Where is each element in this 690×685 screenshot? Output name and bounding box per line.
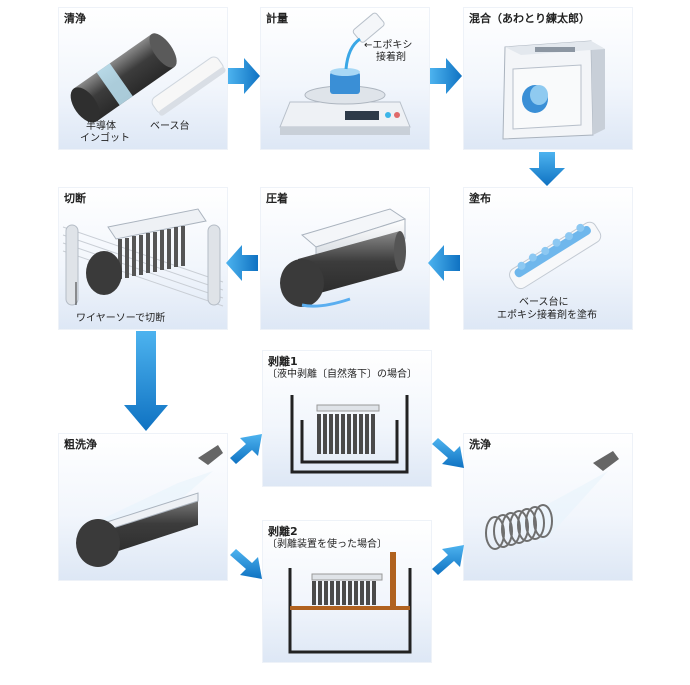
- step-peel1-title: 剥離1: [268, 355, 298, 368]
- step-coating-panel: 塗布 ベース台に エポキシ接着剤を塗布: [463, 187, 633, 330]
- coating-caption-2: エポキシ接着剤を塗布: [497, 310, 597, 321]
- step-coating-title: 塗布: [469, 192, 491, 205]
- step-weighing-title: 計量: [266, 12, 288, 25]
- down-arrow-icon: [529, 152, 565, 186]
- down-arrow-icon: [124, 331, 168, 431]
- step-wash-title: 洗浄: [469, 438, 491, 451]
- mixer-illustration: [502, 40, 605, 140]
- step-peel2-panel: 剥離2 〔剥離装置を使った場合〕: [262, 520, 432, 663]
- step-cleaning-panel: 清浄 半導体 インゴット ベース台: [58, 7, 228, 150]
- final-wash-illustration: [485, 451, 619, 550]
- diagonal-arrow-icon: [432, 438, 464, 468]
- scale-illustration: [279, 12, 411, 135]
- step-cutting-title: 切断: [64, 192, 86, 205]
- base-label: ベース台: [150, 121, 190, 132]
- cutting-caption: ワイヤーソーで切断: [76, 313, 166, 324]
- right-arrow-icon: [430, 58, 462, 94]
- diagonal-arrow-icon: [230, 434, 262, 464]
- step-cleaning-title: 清浄: [64, 12, 86, 25]
- step-peel2-subtitle: 〔剥離装置を使った場合〕: [267, 539, 387, 550]
- diagonal-arrow-icon: [230, 549, 262, 579]
- step-rough-wash-title: 粗洗浄: [64, 438, 97, 451]
- step-wash-panel: 洗浄: [463, 433, 633, 581]
- step-peel1-panel: 剥離1 〔液中剥離〔自然落下〕の場合〕: [262, 350, 432, 487]
- left-arrow-icon: [428, 245, 460, 281]
- coating-caption-1: ベース台に: [519, 297, 569, 308]
- bonding-illustration: [280, 208, 407, 308]
- peel-tank-1-illustration: [290, 395, 409, 474]
- step-rough-wash-panel: 粗洗浄: [58, 433, 228, 581]
- step-peel1-subtitle: 〔液中剥離〔自然落下〕の場合〕: [267, 369, 417, 380]
- ingot-and-base-illustration: [70, 33, 226, 123]
- peel-tank-2-illustration: [288, 552, 412, 654]
- step-bonding-panel: 圧着: [260, 187, 430, 330]
- ingot-label-2: インゴット: [80, 133, 130, 144]
- step-mixing-panel: 混合（あわとり練太郎）: [463, 7, 633, 150]
- coating-illustration: [509, 221, 602, 290]
- step-bonding-title: 圧着: [266, 192, 288, 205]
- step-peel2-title: 剥離2: [268, 525, 298, 538]
- step-cutting-panel: 切断 ワイヤーソーで切断: [58, 187, 228, 330]
- diagonal-arrow-icon: [432, 545, 464, 575]
- epoxy-label-2: 接着剤: [376, 52, 406, 63]
- right-arrow-icon: [228, 58, 260, 94]
- wire-saw-illustration: [62, 208, 224, 307]
- rough-wash-illustration: [76, 445, 223, 567]
- ingot-label-1: 半導体: [86, 121, 116, 132]
- step-weighing-panel: 計量 ←エポキシ 接着剤: [260, 7, 430, 150]
- epoxy-label-1: ←エポキシ: [364, 40, 413, 51]
- left-arrow-icon: [226, 245, 258, 281]
- step-mixing-title: 混合（あわとり練太郎）: [469, 12, 590, 25]
